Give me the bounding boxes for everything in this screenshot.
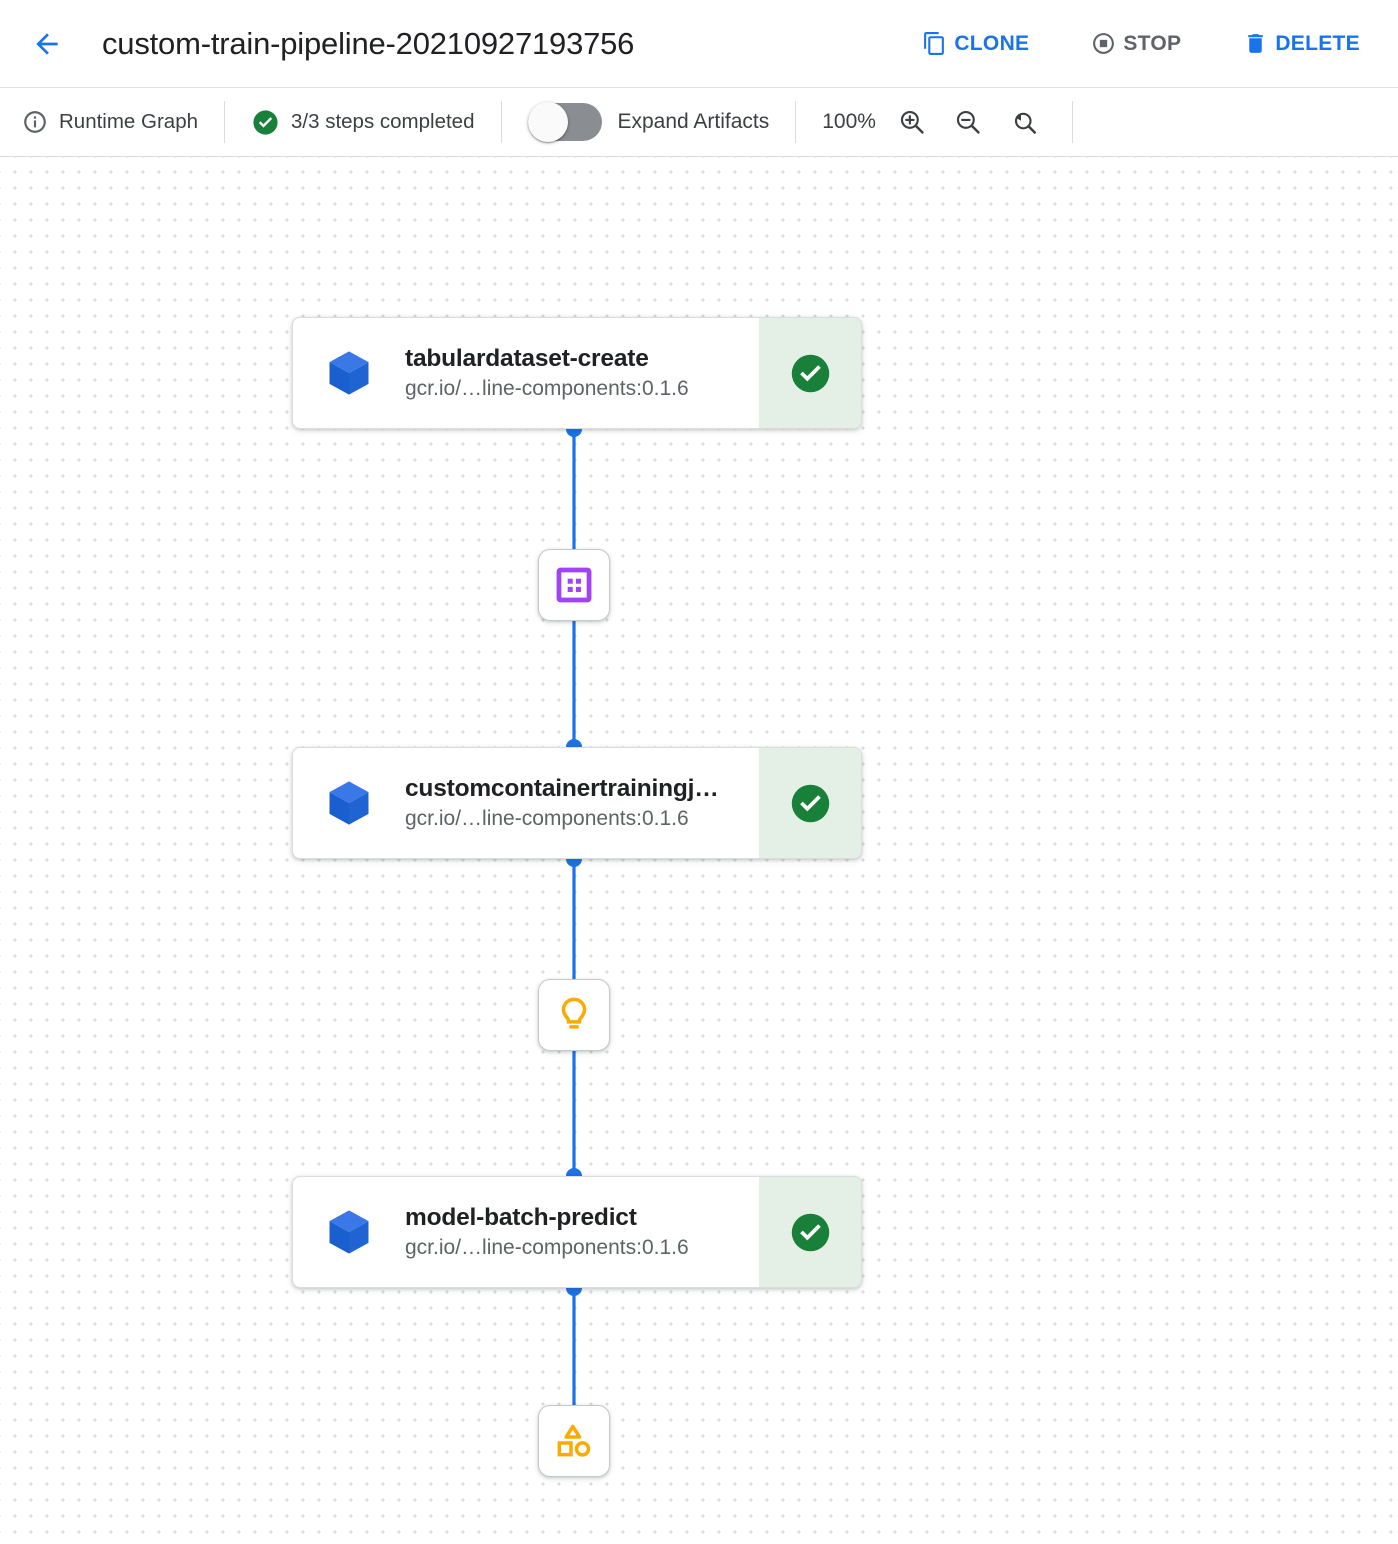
- check-circle-icon: [788, 351, 833, 396]
- clone-label: CLONE: [954, 32, 1029, 56]
- check-circle-icon: [788, 1210, 833, 1255]
- zoom-out-button[interactable]: [946, 100, 990, 144]
- graph-toolbar: Runtime Graph 3/3 steps completed Expand…: [0, 88, 1398, 157]
- node-icon-wrap: [293, 318, 405, 428]
- node-status-badge: [759, 318, 861, 428]
- expand-artifacts-label: Expand Artifacts: [618, 110, 770, 134]
- check-circle-icon: [251, 108, 280, 137]
- lightbulb-icon: [554, 995, 594, 1035]
- zoom-in-button[interactable]: [890, 100, 934, 144]
- zoom-reset-icon: [1009, 107, 1039, 137]
- node-text-wrap: model-batch-predict gcr.io/…line-compone…: [405, 1177, 759, 1287]
- node-subtitle: gcr.io/…line-components:0.1.6: [405, 1235, 743, 1261]
- node-status-badge: [759, 1177, 861, 1287]
- node-icon-wrap: [293, 1177, 405, 1287]
- pipeline-node-model-batch-predict[interactable]: model-batch-predict gcr.io/…line-compone…: [292, 1176, 862, 1288]
- trash-icon: [1243, 31, 1268, 56]
- artifact-node-shapes[interactable]: [538, 1405, 610, 1477]
- zoom-reset-button[interactable]: [1002, 100, 1046, 144]
- check-circle-icon: [788, 781, 833, 826]
- stop-circle-icon: [1091, 31, 1116, 56]
- node-subtitle: gcr.io/…line-components:0.1.6: [405, 806, 743, 832]
- cube-icon: [323, 777, 375, 829]
- cube-icon: [323, 347, 375, 399]
- zoom-in-icon: [897, 107, 927, 137]
- info-icon: [22, 109, 48, 135]
- toolbar-divider-4: [1072, 101, 1073, 143]
- node-title: customcontainertrainingj…: [405, 774, 743, 805]
- arrow-left-icon: [31, 28, 63, 60]
- toolbar-divider-2: [501, 101, 502, 143]
- node-text-wrap: tabulardataset-create gcr.io/…line-compo…: [405, 318, 759, 428]
- stop-button[interactable]: STOP: [1081, 23, 1191, 64]
- toggle-thumb: [528, 102, 568, 142]
- shapes-icon: [554, 1421, 594, 1461]
- stop-label: STOP: [1123, 32, 1181, 56]
- toolbar-divider-3: [795, 101, 796, 143]
- page-title: custom-train-pipeline-20210927193756: [102, 26, 634, 62]
- runtime-graph-item[interactable]: Runtime Graph: [22, 109, 198, 135]
- node-text-wrap: customcontainertrainingj… gcr.io/…line-c…: [405, 748, 759, 858]
- steps-status-label: 3/3 steps completed: [291, 110, 474, 134]
- node-subtitle: gcr.io/…line-components:0.1.6: [405, 376, 743, 402]
- runtime-graph-label: Runtime Graph: [59, 110, 198, 134]
- copy-icon: [922, 31, 947, 56]
- pipeline-node-customcontainertrainingjob[interactable]: customcontainertrainingj… gcr.io/…line-c…: [292, 747, 862, 859]
- page-header: custom-train-pipeline-20210927193756 CLO…: [0, 0, 1398, 88]
- back-button[interactable]: [24, 21, 70, 67]
- zoom-level-label: 100%: [822, 110, 878, 134]
- dataset-icon: [555, 566, 593, 604]
- cube-icon: [323, 1206, 375, 1258]
- pipeline-node-tabulardataset-create[interactable]: tabulardataset-create gcr.io/…line-compo…: [292, 317, 862, 429]
- expand-artifacts-toggle[interactable]: Expand Artifacts: [528, 103, 770, 141]
- node-title: model-batch-predict: [405, 1203, 743, 1234]
- artifact-node-dataset[interactable]: [538, 549, 610, 621]
- node-status-badge: [759, 748, 861, 858]
- zoom-out-icon: [953, 107, 983, 137]
- delete-button[interactable]: DELETE: [1233, 23, 1370, 64]
- delete-label: DELETE: [1275, 32, 1360, 56]
- toolbar-divider-1: [224, 101, 225, 143]
- clone-button[interactable]: CLONE: [912, 23, 1039, 64]
- toggle-track[interactable]: [528, 103, 602, 141]
- steps-status-item: 3/3 steps completed: [251, 108, 474, 137]
- node-icon-wrap: [293, 748, 405, 858]
- artifact-node-model[interactable]: [538, 979, 610, 1051]
- pipeline-graph-canvas[interactable]: tabulardataset-create gcr.io/…line-compo…: [0, 157, 1398, 1543]
- header-actions: CLONE STOP DELETE: [870, 23, 1370, 64]
- node-title: tabulardataset-create: [405, 344, 743, 375]
